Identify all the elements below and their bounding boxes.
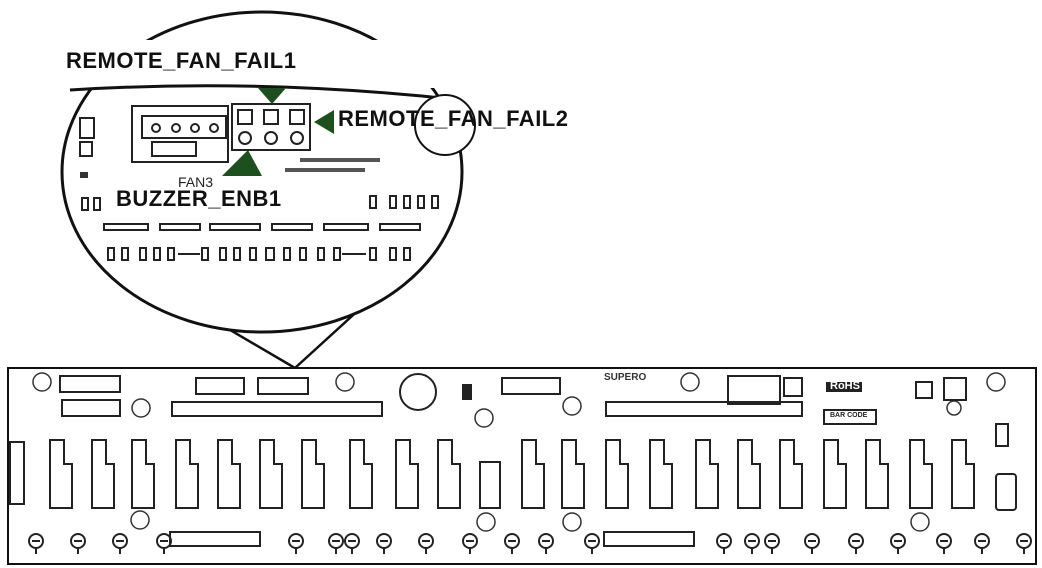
drive-bay-slot bbox=[395, 439, 419, 509]
drive-bay-slot bbox=[951, 439, 975, 509]
magnified-view bbox=[60, 10, 476, 334]
screw-hole bbox=[936, 533, 952, 554]
barcode-text: BAR CODE bbox=[830, 412, 868, 419]
screw-hole bbox=[418, 533, 434, 554]
remote-fan-fail1-arrow bbox=[258, 88, 286, 104]
barcode-label bbox=[823, 409, 877, 425]
drive-bay-slot bbox=[561, 439, 585, 509]
bottom-connector bbox=[603, 531, 695, 547]
screw-hole bbox=[764, 533, 780, 554]
connector-strip bbox=[605, 401, 803, 417]
screw-hole bbox=[156, 533, 172, 554]
drive-bay-slot bbox=[49, 439, 73, 509]
screw-hole bbox=[70, 533, 86, 554]
component bbox=[79, 117, 95, 139]
screw-hole bbox=[288, 533, 304, 554]
drive-bay-slot bbox=[605, 439, 629, 509]
fan3-connector bbox=[131, 105, 229, 163]
screw-hole bbox=[716, 533, 732, 554]
drive-bay-slot bbox=[479, 461, 501, 509]
screw-hole bbox=[804, 533, 820, 554]
drive-bay-slot bbox=[865, 439, 889, 509]
screw-hole bbox=[112, 533, 128, 554]
drive-bay-slot bbox=[175, 439, 199, 509]
drive-bay-slot bbox=[349, 439, 373, 509]
screw-hole bbox=[344, 533, 360, 554]
backplane-board bbox=[7, 367, 1037, 565]
buzzer-enb1-arrow bbox=[222, 150, 262, 176]
drive-bay-slot bbox=[437, 439, 461, 509]
component-row-3 bbox=[107, 247, 411, 261]
drive-bay-slot bbox=[909, 439, 933, 509]
screw-hole bbox=[744, 533, 760, 554]
screw-hole bbox=[504, 533, 520, 554]
component bbox=[79, 141, 93, 157]
drive-bay-slot bbox=[259, 439, 283, 509]
screw-hole bbox=[848, 533, 864, 554]
screw-hole bbox=[328, 533, 344, 554]
fan3-label: FAN3 bbox=[178, 174, 214, 190]
remote-fan-fail2-arrow bbox=[314, 110, 334, 134]
mounting-holes bbox=[32, 372, 1006, 532]
screw-hole bbox=[1016, 533, 1032, 554]
screw-hole bbox=[890, 533, 906, 554]
drive-bay-slot bbox=[217, 439, 241, 509]
jumper-block bbox=[231, 103, 311, 151]
rohs-label: RoHS bbox=[830, 380, 860, 392]
mounting-hole bbox=[414, 94, 476, 156]
connector-strip bbox=[171, 401, 383, 417]
buzzer bbox=[399, 373, 437, 411]
drive-bay-slot bbox=[779, 439, 803, 509]
screw-hole bbox=[462, 533, 478, 554]
screw-hole bbox=[28, 533, 44, 554]
drive-bay-slot bbox=[823, 439, 847, 509]
component-row-1 bbox=[81, 195, 439, 211]
drive-bay-slot bbox=[737, 439, 761, 509]
drive-bay-slot bbox=[649, 439, 673, 509]
remote-fan-fail1-label: REMOTE_FAN_FAIL1 bbox=[66, 48, 297, 73]
screw-hole bbox=[538, 533, 554, 554]
brand-logo: SUPERO bbox=[604, 372, 647, 383]
buzzer-enb1-label: BUZZER_ENB1 bbox=[116, 186, 282, 211]
bottom-screws bbox=[28, 533, 1032, 554]
drive-bay-slot bbox=[995, 473, 1017, 511]
screw-hole bbox=[584, 533, 600, 554]
drive-bay-slot bbox=[521, 439, 545, 509]
remote-fan-fail2-label: REMOTE_FAN_FAIL2 bbox=[338, 106, 569, 131]
drive-bay-slot bbox=[695, 439, 719, 509]
screw-hole bbox=[974, 533, 990, 554]
drive-bay-slot bbox=[131, 439, 155, 509]
component-row-2 bbox=[103, 223, 421, 231]
drive-bay-slot bbox=[91, 439, 115, 509]
drive-bay-slots bbox=[49, 439, 1017, 511]
drive-bay-slot bbox=[301, 439, 325, 509]
screw-hole bbox=[376, 533, 392, 554]
